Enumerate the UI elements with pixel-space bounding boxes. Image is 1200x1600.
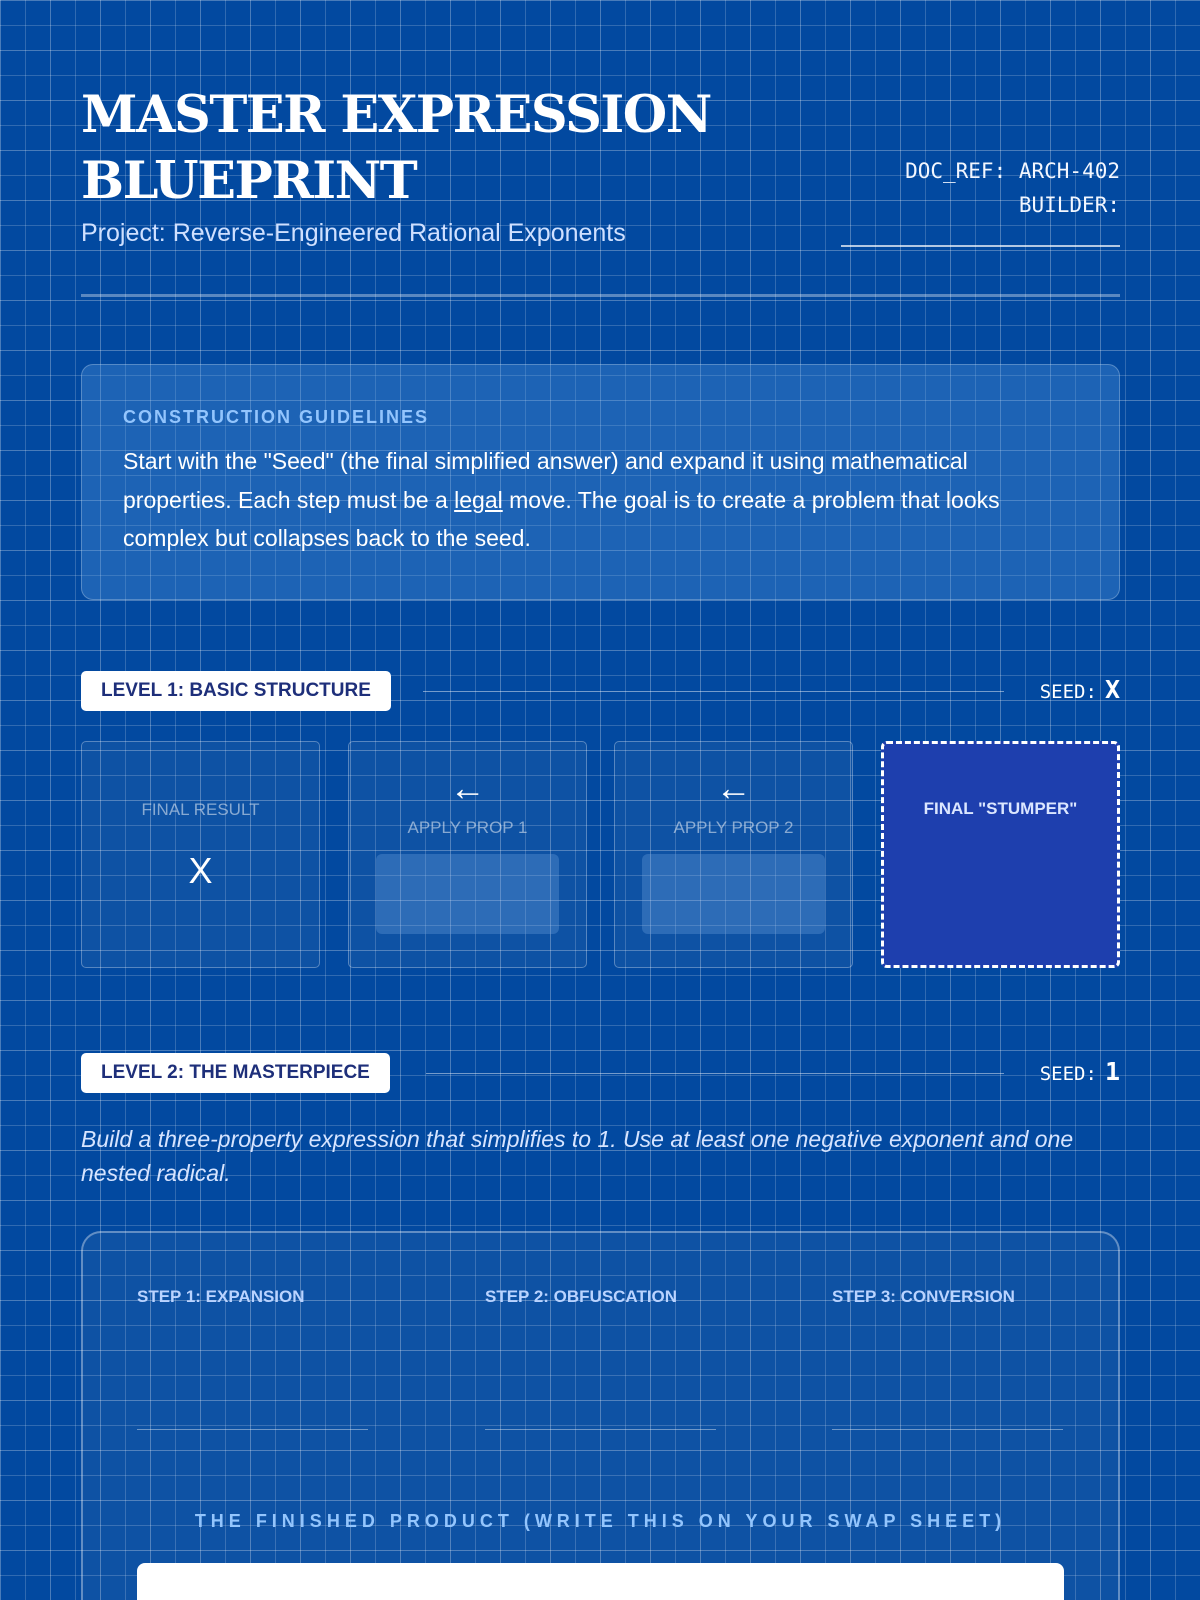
level1-badge: LEVEL 1: BASIC STRUCTURE — [81, 671, 391, 711]
finished-product-field[interactable] — [137, 1563, 1064, 1600]
arrow-left-icon: ← — [715, 767, 752, 808]
finished-product-label: THE FINISHED PRODUCT (WRITE THIS ON YOUR… — [194, 1511, 1007, 1531]
divider — [423, 691, 1004, 692]
guidelines-heading: CONSTRUCTION GUIDELINES — [123, 407, 430, 427]
builder-field[interactable] — [841, 245, 1120, 247]
level2-badge: LEVEL 2: THE MASTERPIECE — [81, 1053, 390, 1093]
doc-ref: DOC_REF: ARCH-402 — [905, 159, 1120, 183]
arrow-left-icon: ← — [449, 767, 486, 808]
guidelines-text: Start with the "Seed" (the final simplif… — [123, 448, 1000, 551]
prop2-input[interactable] — [642, 854, 825, 934]
apply-prop1-card: ← APPLY PROP 1 — [348, 741, 587, 968]
level1-header: LEVEL 1: BASIC STRUCTURE SEED:X — [81, 671, 1120, 711]
level2-header: LEVEL 2: THE MASTERPIECE SEED:1 — [81, 1053, 1120, 1093]
step2-line[interactable] — [485, 1429, 716, 1430]
builder-label: BUILDER: — [1018, 193, 1120, 217]
level2-instructions: Build a three-property expression that s… — [81, 1126, 1074, 1186]
step3-label: STEP 3: CONVERSION — [832, 1287, 1015, 1306]
masterpiece-box — [81, 1231, 1120, 1600]
step3-line[interactable] — [832, 1429, 1063, 1430]
step1-label: STEP 1: EXPANSION — [137, 1287, 305, 1306]
guidelines-box: CONSTRUCTION GUIDELINES Start with the "… — [81, 364, 1120, 600]
final-result-value: X — [188, 850, 213, 891]
final-stumper-card[interactable]: FINAL "STUMPER" — [881, 741, 1120, 968]
divider — [426, 1073, 1004, 1074]
prop1-input[interactable] — [376, 854, 559, 934]
step1-line[interactable] — [137, 1429, 368, 1430]
project-subtitle: Project: Reverse-Engineered Rational Exp… — [81, 219, 626, 247]
step2-label: STEP 2: OBFUSCATION — [485, 1287, 678, 1306]
header-divider — [81, 294, 1120, 297]
final-result-card: FINAL RESULT X — [81, 741, 320, 968]
apply-prop2-card: ← APPLY PROP 2 — [614, 741, 853, 968]
level1-seed: SEED:X — [1039, 675, 1120, 704]
level2-seed: SEED:1 — [1039, 1057, 1120, 1086]
